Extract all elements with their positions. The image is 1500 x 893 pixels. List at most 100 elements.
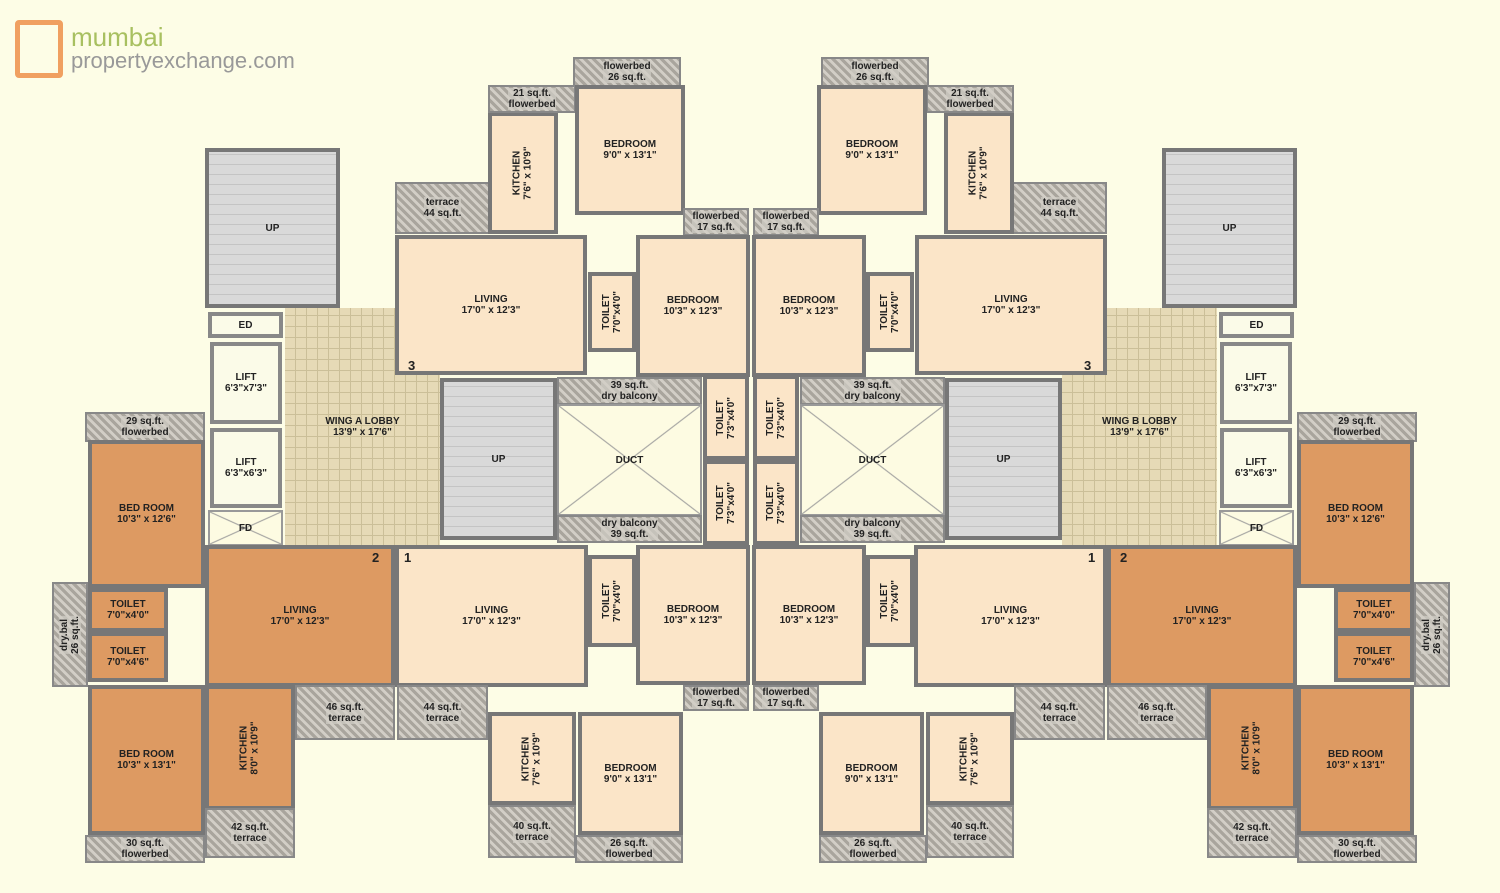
room-size: 7'0"x4'6" (106, 657, 150, 668)
room-size: 7'6" x 10'9" (522, 146, 534, 200)
wing-a-staircase: UP (205, 148, 340, 308)
room-label: 21 sq.ft. (951, 88, 989, 99)
room-label: BEDROOM (782, 295, 836, 306)
room-size: 39 sq.ft. (853, 529, 892, 540)
room-label: 39 sq.ft. (853, 380, 892, 391)
room-label: BEDROOM (845, 762, 898, 774)
room-label: LIVING (474, 605, 509, 616)
room-size: 13'9" x 17'6" (333, 427, 392, 438)
room-size: 9'0" x 13'1" (603, 773, 658, 785)
room-size: 7'0"x4'6" (1352, 657, 1396, 668)
room-label: BED ROOM (1327, 749, 1383, 760)
room-label: 44 sq.ft. (1040, 701, 1079, 713)
room-size: 26 sq.ft. (608, 72, 646, 83)
flat-number: 1 (1088, 550, 1096, 565)
room-label: KITCHEN (520, 736, 532, 781)
room-size: flowerbed (1333, 849, 1381, 860)
wing-b-staircase: UP (1162, 148, 1297, 308)
room-label: BEDROOM (604, 762, 657, 774)
room-label: 21 sq.ft. (513, 88, 551, 99)
room-label: ED (238, 319, 253, 331)
wing-b-duct: DUCT (800, 404, 945, 516)
room-size: 10'3" x 12'3" (779, 306, 839, 317)
room-label: TOILET (1356, 646, 1392, 657)
room-label: 29 sq.ft. (1338, 416, 1376, 427)
wing-a-duct: DUCT (557, 404, 702, 516)
room-size: flowerbed (605, 849, 653, 860)
room-size: 8'0" x 10'9" (1251, 720, 1263, 775)
flat-number: 3 (408, 358, 416, 373)
room-size: 17 sq.ft. (767, 222, 805, 233)
room-size: 7'0"x4'0" (890, 290, 902, 334)
room-size: 7'3"x4'0" (776, 396, 788, 439)
room-label: KITCHEN (958, 736, 970, 781)
room-label: LIVING (474, 294, 508, 305)
room-label: BEDROOM (666, 295, 720, 306)
wing-b-terrace: 44 sq.ft.terrace (1014, 685, 1105, 740)
room-label: flowerbed (762, 211, 810, 222)
room-label: ED (1249, 319, 1264, 331)
flat-number: 2 (372, 550, 380, 565)
room-size: flowerbed (508, 99, 556, 110)
room-size: flowerbed (1333, 427, 1381, 438)
room-size: terrace (328, 712, 362, 724)
room-size: 10'3" x 13'1" (117, 760, 176, 771)
room-label: UP (265, 222, 280, 234)
wing-b-flowerbed: 21 sq.ft.flowerbed (926, 85, 1014, 113)
room-size: 10'3" x 12'6" (1326, 514, 1385, 525)
room-label: KITCHEN (511, 150, 523, 196)
room-label: 39 sq.ft. (610, 380, 649, 391)
room-label: 30 sq.ft. (126, 838, 164, 849)
room-size: 9'0" x 13'1" (603, 150, 657, 161)
wing-b-flowerbed: 29 sq.ft.flowerbed (1297, 412, 1417, 442)
room-size: flowerbed (121, 849, 169, 860)
room-label: TOILET (601, 583, 613, 619)
room-size: 7'0"x4'0" (612, 579, 624, 623)
room-label: 26 sq.ft. (610, 838, 648, 849)
wing-a-electrical-duct: ED (208, 312, 283, 338)
wing-a-fire-duct: FD (208, 510, 283, 546)
room-size: 9'0" x 13'1" (844, 773, 899, 785)
room-size: flowerbed (946, 99, 994, 110)
wing-a-flowerbed: 26 sq.ft.flowerbed (575, 835, 683, 863)
room-label: KITCHEN (1240, 725, 1252, 770)
room-label: flowerbed (762, 687, 810, 698)
room-size: 7'3"x4'0" (726, 396, 738, 439)
wing-b-terrace: 42 sq.ft.terrace (1207, 808, 1297, 858)
room-label: dry.bal (1421, 618, 1433, 651)
room-size: 6'3"x7'3" (224, 383, 268, 394)
room-size: 17 sq.ft. (697, 222, 735, 233)
room-size: 8'0" x 10'9" (249, 720, 261, 775)
room-label: BEDROOM (782, 604, 836, 615)
wing-b-terrace: 40 sq.ft.terrace (926, 805, 1014, 858)
room-label: dry.bal (59, 618, 71, 651)
room-label: 40 sq.ft. (951, 820, 989, 832)
room-label: BED ROOM (118, 503, 174, 514)
room-size: 10'3" x 13'1" (1326, 760, 1385, 771)
flat-number: 1 (404, 550, 412, 565)
room-label: BED ROOM (118, 749, 174, 760)
room-size: 26 sq.ft. (856, 72, 894, 83)
wing-a-flowerbed: 21 sq.ft.flowerbed (488, 85, 576, 113)
room-size: 7'6" x 10'9" (531, 731, 543, 786)
room-size: 17 sq.ft. (767, 698, 805, 709)
room-label: TOILET (1356, 599, 1392, 610)
